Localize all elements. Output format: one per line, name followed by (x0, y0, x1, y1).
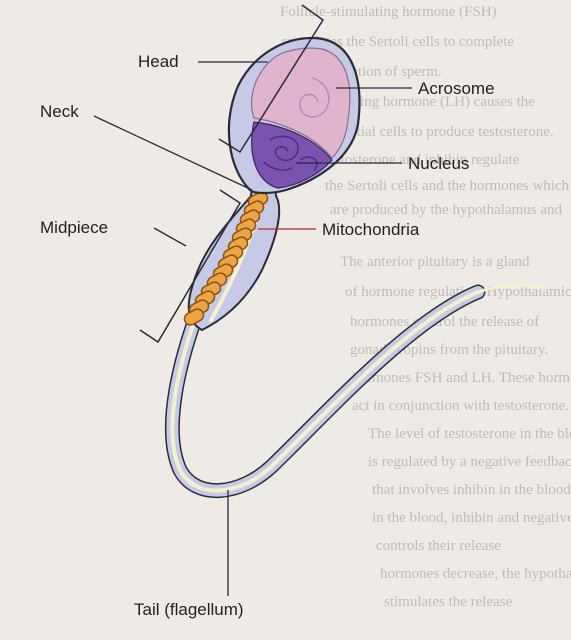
acrosome-shape (250, 47, 351, 159)
label-tail: Tail (flagellum) (134, 600, 244, 619)
label-nucleus: Nucleus (408, 154, 469, 173)
label-neck: Neck (40, 102, 79, 121)
background-text-line: The level of testosterone in the blood (368, 426, 571, 442)
background-text-line: in the blood, inhibin and negative feedb… (372, 510, 571, 526)
label-head: Head (138, 52, 179, 71)
background-text-line: stimulates the release (384, 594, 513, 610)
flagellum-axoneme (170, 288, 480, 493)
midpiece-leader-line (153, 227, 187, 247)
background-text-line: are produced by the hypothalamus and (330, 202, 563, 218)
label-mitochondria: Mitochondria (322, 220, 420, 239)
background-text-line: is regulated by a negative feedback loop (368, 454, 571, 470)
background-text-line: Luteinizing hormone (LH) causes the (310, 94, 535, 110)
background-text-line: hormones control the release of (350, 314, 539, 330)
nucleus-chromatin (263, 135, 318, 171)
background-text-line: that involves inhibin in the blood. (372, 482, 571, 498)
background-text-line: Testosterone and inhibin regulate (320, 152, 520, 168)
background-text-line: hormones decrease, the hypothalamus (380, 566, 571, 582)
midpiece-bracket (139, 189, 242, 344)
acrosome-texture (299, 77, 330, 118)
background-text-line: hormones FSH and LH. These hormones (352, 370, 571, 386)
background-text-line: of hormone regulation. Hypothalamic (345, 284, 571, 300)
background-text-line: The anterior pituitary is a gland (340, 254, 530, 270)
mitochondria-sheath (183, 191, 269, 326)
neck-leader-line (93, 115, 253, 191)
head-bracket (218, 4, 325, 154)
background-text-line: the Sertoli cells and the hormones which (325, 178, 570, 194)
background-text-line: controls their release (376, 538, 501, 554)
label-acrosome: Acrosome (418, 79, 495, 98)
background-text-line: act in conjunction with testosterone. (352, 398, 569, 414)
background-text-line: Follicle-stimulating hormone (FSH) (280, 4, 497, 20)
background-text-line: interstitial cells to produce testostero… (315, 124, 554, 140)
label-midpiece: Midpiece (40, 218, 108, 237)
flagellum-tip (476, 283, 547, 294)
